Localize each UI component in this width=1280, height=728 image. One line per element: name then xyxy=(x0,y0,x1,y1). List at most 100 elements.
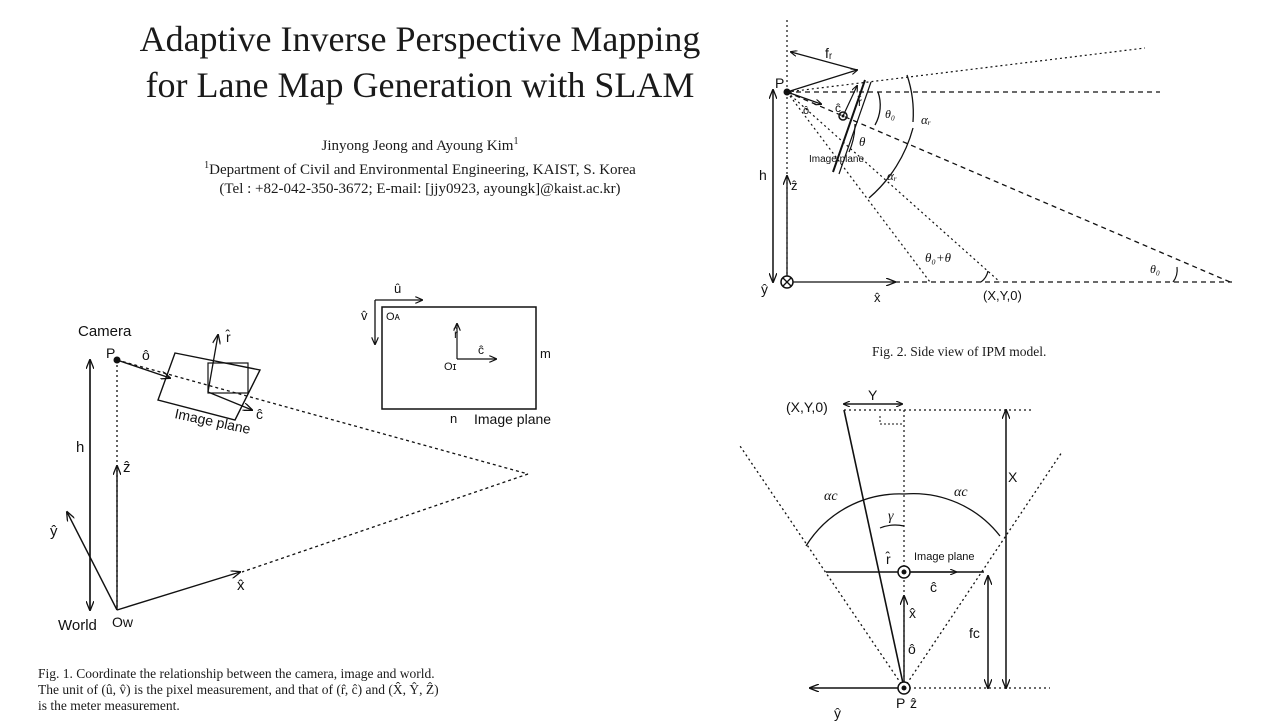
fig2-theta0-ground-arc xyxy=(1172,266,1178,283)
affiliation-line: 1Department of Civil and Environmental E… xyxy=(120,156,720,180)
fig1-c-hat-label: ĉ xyxy=(256,406,263,422)
fig1-o-hat-label: ô xyxy=(142,347,150,363)
fig2-diagram: P fᵣ r̂ ĉ ô θ₀ αᵣ θ Image plane αᵣ h ẑ ŷ… xyxy=(745,20,1245,320)
fig3-image-plane-label: Image plane xyxy=(914,551,975,563)
fig3-x-hat-label: x̂ xyxy=(909,605,916,621)
affiliation-superscript: 1 xyxy=(204,160,210,171)
author-names-line: Jinyong Jeong and Ayoung Kim1 xyxy=(120,132,720,156)
fig3-X-label: X xyxy=(1008,469,1018,485)
fig2-x-hat-label: x̂ xyxy=(874,290,881,305)
paper-title: Adaptive Inverse Perspective Mapping for… xyxy=(60,16,780,108)
fig3-gamma-arc xyxy=(879,524,905,529)
fig3-gamma-label: γ xyxy=(888,509,894,524)
title-line-1: Adaptive Inverse Perspective Mapping xyxy=(139,19,701,59)
fig2-image-plane-label: Image plane xyxy=(809,154,864,165)
fig1-m-label: m xyxy=(540,346,551,361)
fig1-image-plane-2-label: Image plane xyxy=(474,411,551,427)
fig1-c-hat-inner-label: ĉ xyxy=(478,343,484,357)
affiliation: Department of Civil and Environmental En… xyxy=(209,162,636,178)
fig1-n-label: n xyxy=(450,411,457,426)
fig1-x-hat-label: x̂ xyxy=(237,577,245,594)
fig2-alpha-r-2-label: αᵣ xyxy=(887,168,897,183)
fig3-P-label: P xyxy=(896,695,905,711)
fig3-alpha-c-left-label: αc xyxy=(824,489,838,504)
fig1-caption-line-3: is the meter measurement. xyxy=(38,698,180,713)
fig3-left-fov-ray xyxy=(739,445,905,689)
fig2-alpha-r-label: αᵣ xyxy=(921,112,931,127)
fig1-caption-line-1: Fig. 1. Coordinate the relationship betw… xyxy=(38,666,435,681)
fig3-right-fov-ray xyxy=(903,451,1063,689)
fig1-r-hat-inner-label: r̂ xyxy=(453,326,458,341)
fig3-z-hat-label: ẑ xyxy=(910,695,917,711)
fig1-Ow-label: Oᴡ xyxy=(112,614,134,630)
fig2-y-hat-label: ŷ xyxy=(761,281,768,297)
fig2-alpha-upper-arc xyxy=(906,74,914,123)
fig1-r-hat-label: r̂ xyxy=(225,328,231,345)
author-superscript: 1 xyxy=(513,136,519,147)
fig1-ray-lower xyxy=(241,473,529,573)
fig3-XY0-label: (X,Y,0) xyxy=(786,399,828,415)
fig2-P-label: P xyxy=(775,75,784,91)
fig1-diagram: Camera P ô h r̂ ĉ Image plane ẑ ŷ x̂ Wor… xyxy=(50,281,551,634)
fig2-image-plane-line xyxy=(832,79,866,173)
fig2-r-hat-label: r̂ xyxy=(857,94,862,109)
fig3-alpha-c-right-label: αc xyxy=(954,485,968,500)
fig1-o-axis-arrow xyxy=(116,359,170,378)
fig1-c-axis-arrow xyxy=(207,391,252,410)
fig3-ray-to-point xyxy=(843,409,905,689)
fig3-o-hat-label: ô xyxy=(908,641,916,657)
fig1-caption-line-2: The unit of (û, v̂) is the pixel measure… xyxy=(38,682,439,697)
fig2-theta0-plus-theta-label: θ₀+θ xyxy=(925,250,952,265)
fig1-OI-label: Oɪ xyxy=(444,361,457,373)
author-block: Jinyong Jeong and Ayoung Kim1 1Departmen… xyxy=(120,132,720,199)
fig2-fr-arrow-left xyxy=(791,52,858,71)
fig2-theta-label: θ xyxy=(859,134,866,149)
fig3-image-center-dot xyxy=(901,569,907,575)
fig1-ray-upper xyxy=(116,359,529,475)
fig2-XY0-label: (X,Y,0) xyxy=(983,288,1022,303)
fig1-image-frame xyxy=(381,306,537,410)
contact-info: (Tel : +82-042-350-3672; E-mail: [jjy092… xyxy=(219,181,621,197)
fig3-y-hat-label: ŷ xyxy=(834,705,841,721)
fig3-camera-point-dot xyxy=(901,685,907,691)
fig2-z-hat-label: ẑ xyxy=(791,178,798,193)
fig1-y-hat-label: ŷ xyxy=(50,523,58,540)
fig3-alpha-right-arc xyxy=(903,492,1001,537)
fig3-alpha-left-arc xyxy=(805,493,905,547)
fig2-cross-2 xyxy=(782,277,792,287)
fig2-theta0-2-label: θ₀ xyxy=(1150,262,1160,276)
fig1-y-axis-arrow xyxy=(67,512,118,611)
author-names: Jinyong Jeong and Ayoung Kim xyxy=(321,138,514,154)
fig3-fc-label: fc xyxy=(969,625,980,641)
fig1-world-label: World xyxy=(58,617,97,634)
fig3-right-angle-mark xyxy=(879,416,904,425)
fig2-h-label: h xyxy=(759,167,767,183)
fig3-c-hat-label: ĉ xyxy=(930,579,937,595)
fig2-image-center xyxy=(838,111,848,121)
fig1-x-axis-arrow xyxy=(116,572,240,611)
fig2-theta0-theta-arc xyxy=(980,270,989,283)
fig1-image-plane xyxy=(157,352,262,421)
fig2-o-axis-arrow xyxy=(786,91,821,104)
fig1-camera-label: Camera xyxy=(78,323,132,340)
fig1-v-hat-label: v̂ xyxy=(361,308,368,323)
fig2-upper-ray xyxy=(786,47,1146,93)
fig1-image-plane-inner xyxy=(207,362,249,394)
fig1-u-hat-label: û xyxy=(394,281,401,296)
fig1-OA-label: Oᴀ xyxy=(386,311,401,323)
fig2-alpha-lower-arc xyxy=(868,127,914,199)
fig1-z-hat-label: ẑ xyxy=(123,459,131,476)
fig1-caption: Fig. 1. Coordinate the relationship betw… xyxy=(38,666,558,714)
fig1-r-axis-arrow xyxy=(207,335,218,393)
fig2-fr-arrow-right xyxy=(786,70,857,93)
fig3-r-hat-label: r̂ xyxy=(885,550,891,567)
fig3-diagram: (X,Y,0) Y X αc αc γ r̂ Image plane ĉ x̂ … xyxy=(739,387,1063,721)
fig2-panel xyxy=(745,20,1245,320)
fig2-theta-arc xyxy=(848,123,856,153)
fig2-r-axis-arrow xyxy=(842,86,857,117)
fig2-theta0-label: θ₀ xyxy=(885,107,895,121)
fig2-fr-label: fᵣ xyxy=(825,45,833,61)
fig1-P-label: P xyxy=(106,345,115,361)
fig1-h-label: h xyxy=(76,439,84,456)
fig2-theta0-arc xyxy=(874,91,881,126)
